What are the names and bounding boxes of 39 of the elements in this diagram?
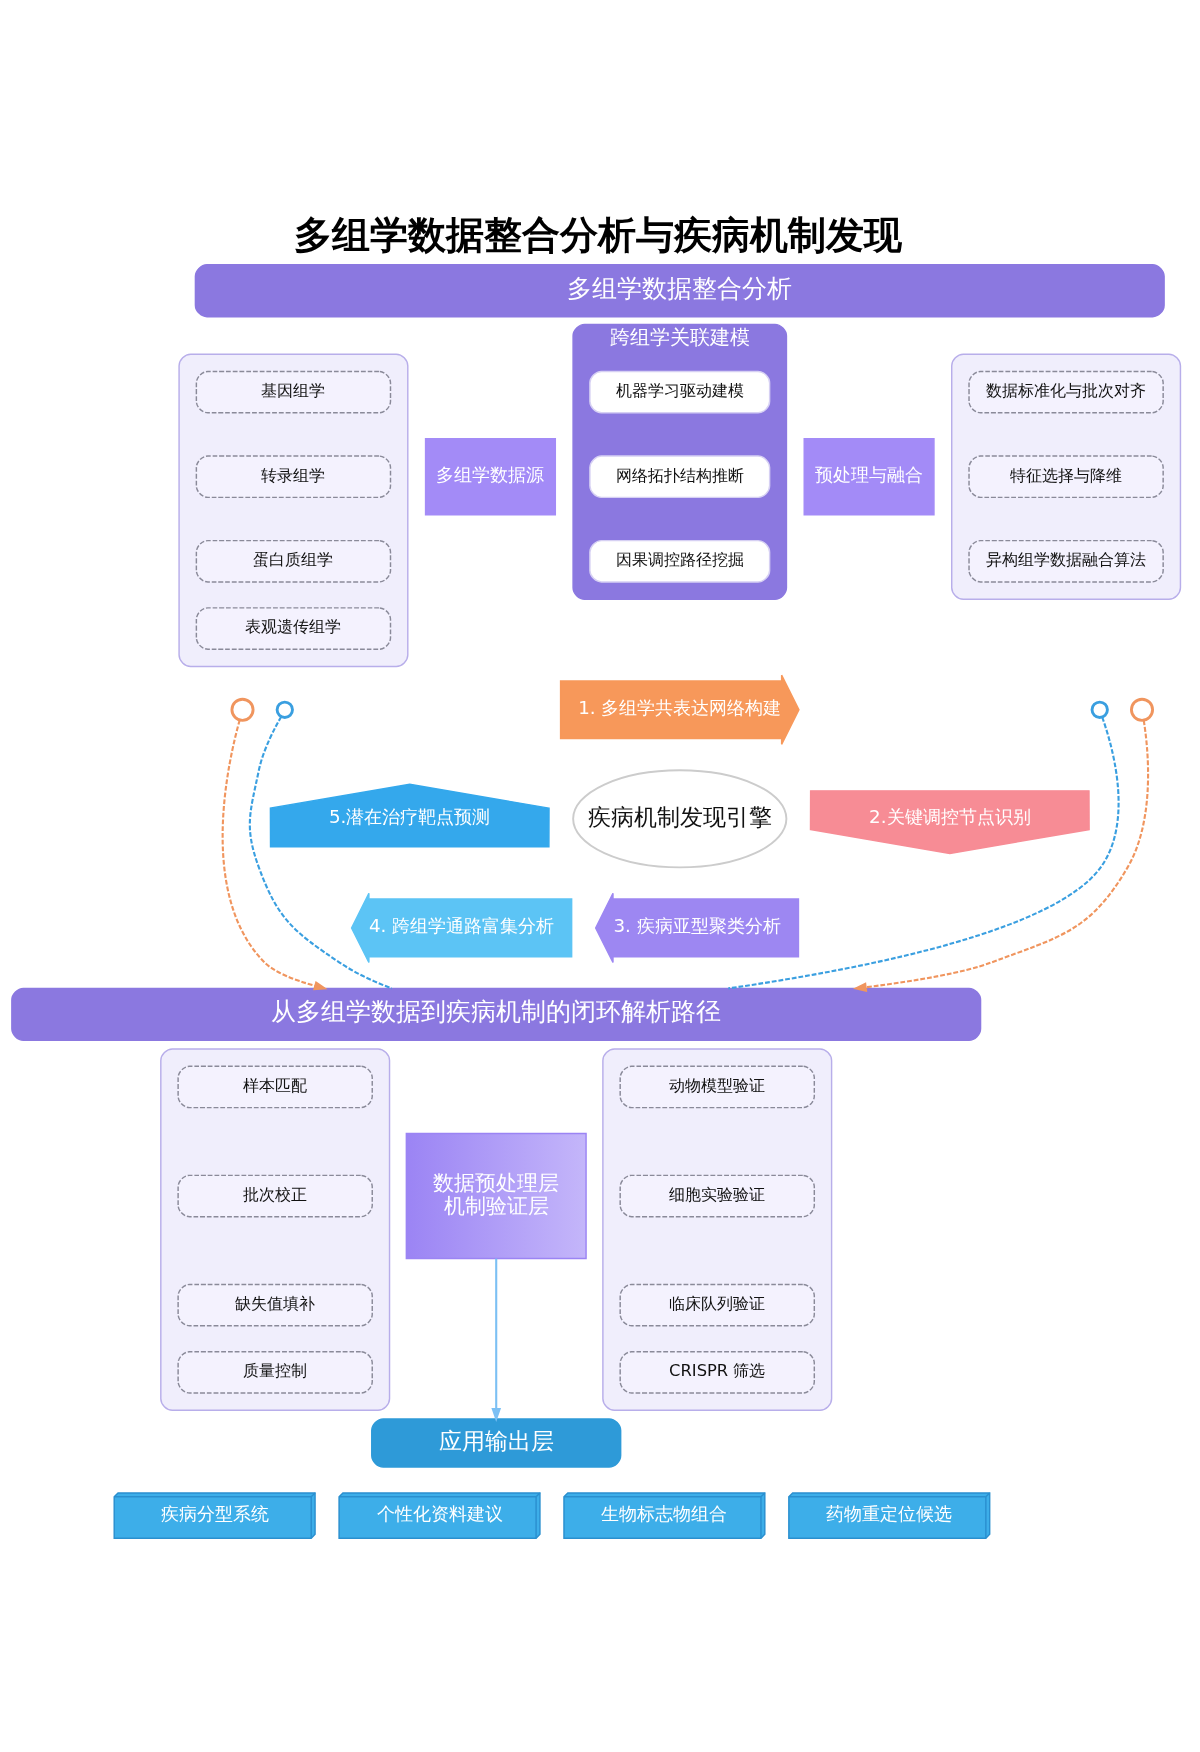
- node-box: CRISPR 筛选: [619, 1350, 816, 1394]
- node-box: 临床队列验证: [619, 1283, 816, 1326]
- cluster: [160, 1047, 391, 1411]
- node-box: 特征选择与降维: [968, 454, 1164, 498]
- node-box: 质量控制: [177, 1350, 373, 1394]
- cluster: [602, 1047, 833, 1411]
- arrow: [221, 719, 328, 990]
- node-box: 网络拓扑结构推断: [589, 454, 771, 498]
- cluster: [951, 352, 1182, 600]
- node-box: 数据标准化与批次对齐: [968, 370, 1164, 414]
- node-box: 异构组学数据融合算法: [968, 539, 1164, 583]
- node-box: 缺失值填补: [177, 1283, 373, 1326]
- node-box: 数据预处理层 机制验证层: [405, 1132, 587, 1259]
- node-box: 基因组学: [195, 370, 392, 414]
- node-box: 多组学数据源: [424, 437, 557, 515]
- node-box: 动物模型验证: [619, 1065, 816, 1108]
- node-box: 批次校正: [177, 1174, 373, 1217]
- node-box: 因果调控路径挖掘: [589, 539, 771, 583]
- node-circle: [230, 697, 255, 722]
- node-circle: [1130, 697, 1154, 722]
- connector: [728, 716, 1120, 989]
- arrow: [491, 1258, 502, 1422]
- node-box: 从多组学数据到疾病机制的闭环解析路径: [11, 987, 982, 1041]
- diagram-title: 多组学数据整合分析与疾病机制发现: [293, 211, 902, 257]
- node-box: 表观遗传组学: [195, 606, 392, 650]
- node-ellipse: 疾病机制发现引擎: [572, 768, 788, 868]
- node-box: 应用输出层: [371, 1417, 622, 1468]
- node-box: 机器学习驱动建模: [589, 370, 771, 414]
- node-box: 蛋白质组学: [195, 539, 392, 583]
- node-box: 多组学数据整合分析: [194, 263, 1165, 317]
- node-box: 样本匹配: [177, 1065, 373, 1108]
- node-box: 预处理与融合: [803, 437, 935, 515]
- node-circle: [275, 700, 294, 719]
- node-circle: [1090, 700, 1109, 719]
- connector: [248, 715, 393, 989]
- arrow: [852, 719, 1150, 992]
- node-box: 细胞实验验证: [619, 1174, 816, 1217]
- cluster: [178, 352, 409, 667]
- node-box: 转录组学: [195, 454, 392, 498]
